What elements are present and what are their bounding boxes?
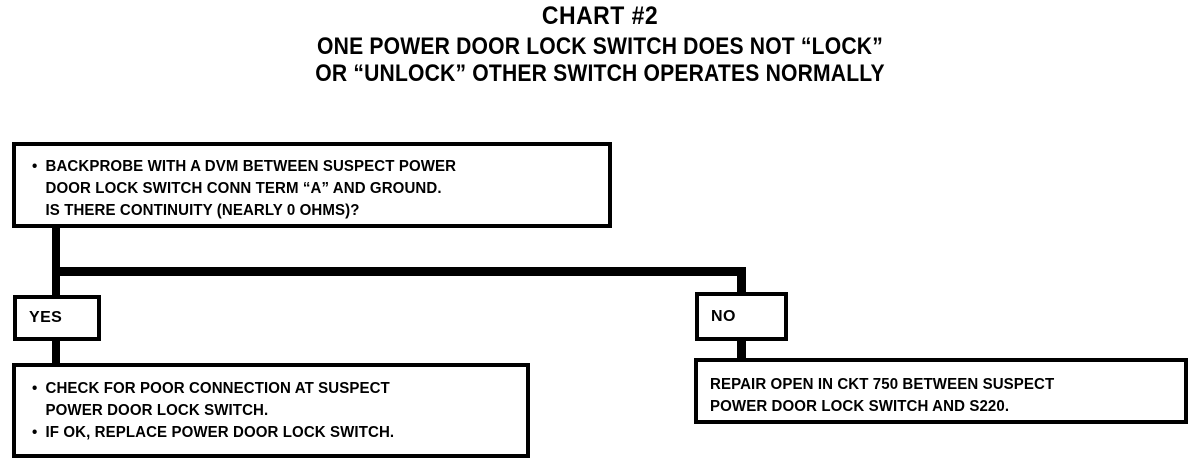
question-line-3: IS THERE CONTINUITY (NEARLY 0 OHMS)? bbox=[30, 200, 591, 222]
chart-heading: CHART #2 bbox=[541, 2, 659, 30]
yes-action-line-3-text: IF OK, REPLACE POWER DOOR LOCK SWITCH. bbox=[45, 424, 395, 441]
bullet-icon: • bbox=[31, 380, 38, 397]
yes-action-line-1: • CHECK FOR POOR CONNECTION AT SUSPECT bbox=[30, 378, 511, 400]
yes-action-line-1-text: CHECK FOR POOR CONNECTION AT SUSPECT bbox=[45, 380, 390, 397]
question-line-2-text: DOOR LOCK SWITCH CONN TERM “A” AND GROUN… bbox=[45, 180, 442, 197]
bullet-icon: • bbox=[31, 424, 38, 441]
question-line-2: DOOR LOCK SWITCH CONN TERM “A” AND GROUN… bbox=[30, 178, 591, 200]
yes-action-line-2-text: POWER DOOR LOCK SWITCH. bbox=[45, 402, 269, 419]
decision-label-no: NO bbox=[711, 307, 736, 325]
question-line-1-text: BACKPROBE WITH A DVM BETWEEN SUSPECT POW… bbox=[45, 158, 457, 175]
connector-horizontal-bus bbox=[52, 267, 746, 276]
question-box: • BACKPROBE WITH A DVM BETWEEN SUSPECT P… bbox=[12, 142, 612, 228]
decision-box-yes: YES bbox=[13, 295, 101, 341]
decision-box-no: NO bbox=[695, 292, 788, 341]
action-box-no: REPAIR OPEN IN CKT 750 BETWEEN SUSPECT P… bbox=[694, 358, 1188, 424]
decision-label-yes: YES bbox=[29, 309, 63, 326]
no-action-line-1-text: REPAIR OPEN IN CKT 750 BETWEEN SUSPECT bbox=[710, 376, 1055, 393]
question-line-1: • BACKPROBE WITH A DVM BETWEEN SUSPECT P… bbox=[30, 156, 591, 178]
connector-question-to-yes bbox=[52, 226, 60, 297]
yes-action-line-2: POWER DOOR LOCK SWITCH. bbox=[30, 400, 511, 422]
bullet-icon: • bbox=[31, 158, 38, 175]
no-action-line-2: POWER DOOR LOCK SWITCH AND S220. bbox=[710, 396, 1170, 418]
chart-title-block: CHART #2 bbox=[0, 0, 1200, 30]
no-action-line-1: REPAIR OPEN IN CKT 750 BETWEEN SUSPECT bbox=[710, 374, 1170, 396]
no-action-line-2-text: POWER DOOR LOCK SWITCH AND S220. bbox=[710, 398, 1010, 415]
chart-subtitle-line-1: ONE POWER DOOR LOCK SWITCH DOES NOT “LOC… bbox=[317, 33, 883, 60]
connector-bus-to-no bbox=[737, 267, 746, 294]
question-line-3-text: IS THERE CONTINUITY (NEARLY 0 OHMS)? bbox=[45, 202, 360, 219]
chart-subtitle-block: ONE POWER DOOR LOCK SWITCH DOES NOT “LOC… bbox=[0, 33, 1200, 87]
chart-subtitle-line-2: OR “UNLOCK” OTHER SWITCH OPERATES NORMAL… bbox=[315, 60, 885, 87]
yes-action-line-3: • IF OK, REPLACE POWER DOOR LOCK SWITCH. bbox=[30, 422, 511, 444]
connector-yes-to-action bbox=[52, 339, 60, 365]
action-box-yes: • CHECK FOR POOR CONNECTION AT SUSPECT P… bbox=[12, 363, 530, 458]
connector-no-to-action bbox=[737, 339, 746, 360]
